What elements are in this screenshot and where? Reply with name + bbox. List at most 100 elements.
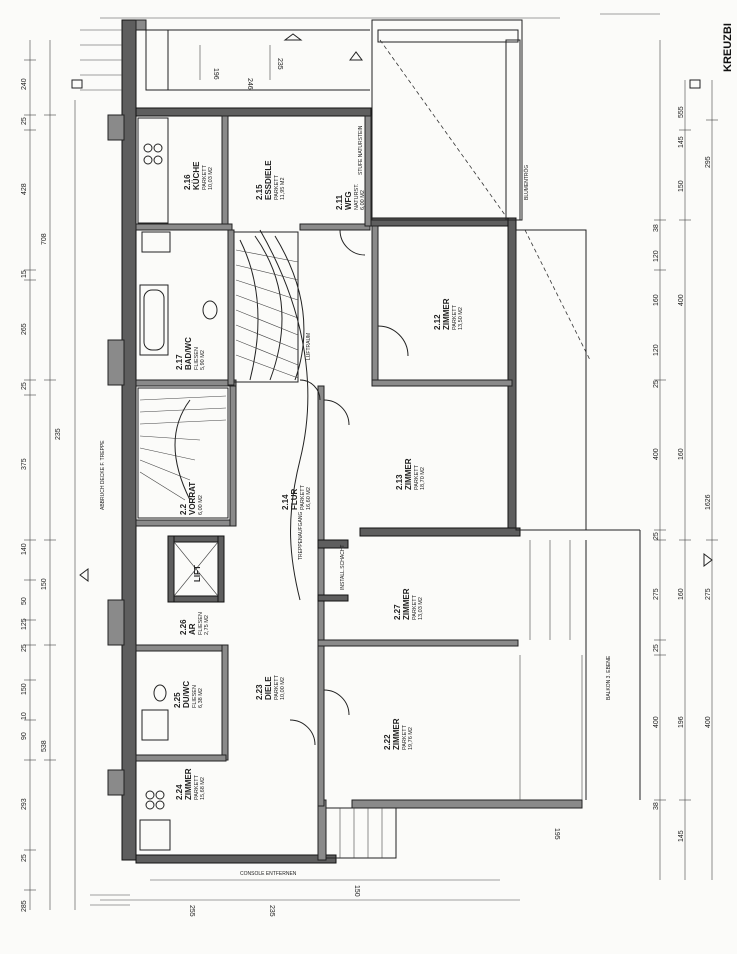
room-2-15-num: 2.15: [255, 184, 264, 200]
room-2-14: 2.14 FLUR PARKETT 16,60 M2: [281, 484, 312, 510]
room-2-25-name: DU/WC: [182, 681, 191, 708]
dim-left-4: 708: [41, 233, 48, 245]
room-2-11-num: 2.11: [335, 194, 344, 210]
room-2-26-detail: FLIESEN: [198, 612, 204, 635]
dim-right-11: 160: [678, 448, 685, 460]
room-2-22-num: 2.22: [383, 734, 392, 750]
room-2-25: 2.25 DU/WC FLIESEN 6,38 M2: [173, 681, 204, 708]
dim-left-0: 240: [21, 78, 28, 90]
attic-stair: [137, 387, 229, 519]
lift-shaft: [173, 541, 219, 597]
room-2-16: 2.16 KÜCHE PARKETT 10,03 M2: [183, 161, 214, 190]
room-2-13-area: 18,70 M2: [420, 467, 426, 490]
room-2-22-name: ZIMMER: [392, 718, 401, 750]
room-2-16-name: KÜCHE: [192, 161, 201, 190]
dim-left-19: 25: [21, 854, 28, 862]
attic-note: ABBRUCH DECKE F. TREPPE: [100, 440, 106, 510]
dim-left-12: 125: [21, 618, 28, 630]
dim-top-2: 196: [212, 68, 219, 80]
room-2-14-detail: PARKETT: [300, 484, 306, 510]
dim-left-17: 538: [41, 740, 48, 752]
room-2-12-detail: PARKETT: [452, 304, 458, 330]
room-2-24-detail: PARKETT: [194, 774, 200, 800]
room-2-2-name: VORRAT: [188, 482, 197, 515]
dim-bottom-2: 150: [353, 885, 360, 897]
room-2-17-num: 2.17: [175, 354, 184, 370]
fixtures: [137, 117, 218, 851]
room-2-26-name: AR: [188, 623, 197, 635]
room-2-26-area: 2,75 M2: [204, 615, 210, 635]
dim-top-1: 235: [276, 58, 283, 70]
dim-right-1: 145: [678, 136, 685, 148]
dim-right-10: 400: [653, 448, 660, 460]
dim-left-3: 15: [21, 270, 28, 278]
doors: [289, 229, 409, 746]
room-2-2-num: 2.2: [179, 503, 188, 515]
dim-left-1: 25: [21, 117, 28, 125]
dim-right-16: 275: [705, 588, 712, 600]
room-2-22-area: 19,76 M2: [408, 727, 414, 750]
dim-right-18: 400: [653, 716, 660, 728]
room-2-23-detail: PARKETT: [274, 674, 280, 700]
spiral-staircase-upper: [233, 229, 309, 601]
console-label: CONSOLE ENTFERNEN: [240, 871, 297, 877]
brand-label: KREUZBI: [722, 23, 734, 72]
room-2-12-num: 2.12: [433, 314, 442, 330]
dim-left-6: 25: [21, 382, 28, 390]
section-markers: [71, 79, 713, 582]
dim-left-11: 50: [21, 597, 28, 605]
dim-right-0: 555: [678, 106, 685, 118]
room-2-27-name: ZIMMER: [402, 588, 411, 620]
dim-right-9: 25: [653, 380, 660, 388]
room-2-26: 2.26 AR FLIESEN 2,75 M2: [179, 612, 210, 635]
dim-right-15: 160: [678, 588, 685, 600]
dim-left-15: 10: [21, 712, 28, 720]
dim-bottom-1: 235: [268, 905, 275, 917]
dim-right-7: 400: [678, 294, 685, 306]
room-2-24-area: 15,68 M2: [200, 777, 206, 800]
dim-right-8: 120: [653, 344, 660, 356]
room-2-17: 2.17 BAD/WC FLIESEN 5,90 M2: [175, 337, 206, 370]
dim-right-3: 150: [678, 180, 685, 192]
room-2-13-detail: PARKETT: [414, 464, 420, 490]
room-2-27-detail: PARKETT: [412, 594, 418, 620]
interior-walls: [135, 115, 583, 809]
brand-text: KREUZBI: [722, 23, 734, 72]
dim-right-14: 275: [653, 588, 660, 600]
room-2-25-num: 2.25: [173, 692, 182, 708]
room-2-16-num: 2.16: [183, 174, 192, 190]
room-2-2-area: 6,00 M2: [198, 495, 204, 515]
room-2-13: 2.13 ZIMMER PARKETT 18,70 M2: [395, 458, 426, 490]
room-2-26-num: 2.26: [179, 619, 188, 635]
dim-left-14: 150: [21, 683, 28, 695]
dim-left-20: 285: [21, 900, 28, 912]
dim-right-4: 38: [653, 224, 660, 232]
room-2-23: 2.23 DIELE PARKETT 10,00 M2: [255, 674, 286, 700]
room-2-15-name: ESSDIELE: [264, 160, 273, 200]
entrance-strip: [80, 29, 370, 91]
room-2-22: 2.22 ZIMMER PARKETT 19,76 M2: [383, 718, 414, 750]
room-2-16-detail: PARKETT: [202, 164, 208, 190]
room-2-24: 2.24 ZIMMER PARKETT 15,68 M2: [175, 768, 206, 800]
dim-right-12: 1626: [705, 494, 712, 510]
room-2-24-name: ZIMMER: [184, 768, 193, 800]
room-2-12-area: 13,50 M2: [458, 307, 464, 330]
room-2-15: 2.15 ESSDIELE PARKETT 11,95 M2: [255, 160, 286, 200]
luftraum-label: LUFTRAUM: [306, 333, 312, 360]
room-2-15-area: 11,95 M2: [280, 177, 286, 200]
room-2-17-area: 5,90 M2: [200, 350, 206, 370]
room-2-16-area: 10,03 M2: [208, 167, 214, 190]
dim-left-2: 428: [21, 183, 28, 195]
dim-right-6: 160: [653, 294, 660, 306]
room-2-24-num: 2.24: [175, 784, 184, 800]
balcony-terrace: [371, 19, 641, 800]
dim-bottom-0: 255: [188, 905, 195, 917]
dim-bottom-3: 195: [553, 828, 560, 840]
room-2-25-detail: FLIESEN: [192, 685, 198, 708]
dim-right-2: 295: [705, 156, 712, 168]
flowers-label: BLUMENTRÖG: [523, 165, 530, 200]
dim-right-13: 25: [653, 532, 660, 540]
room-2-2: 2.2 VORRAT 6,00 M2: [179, 482, 204, 515]
